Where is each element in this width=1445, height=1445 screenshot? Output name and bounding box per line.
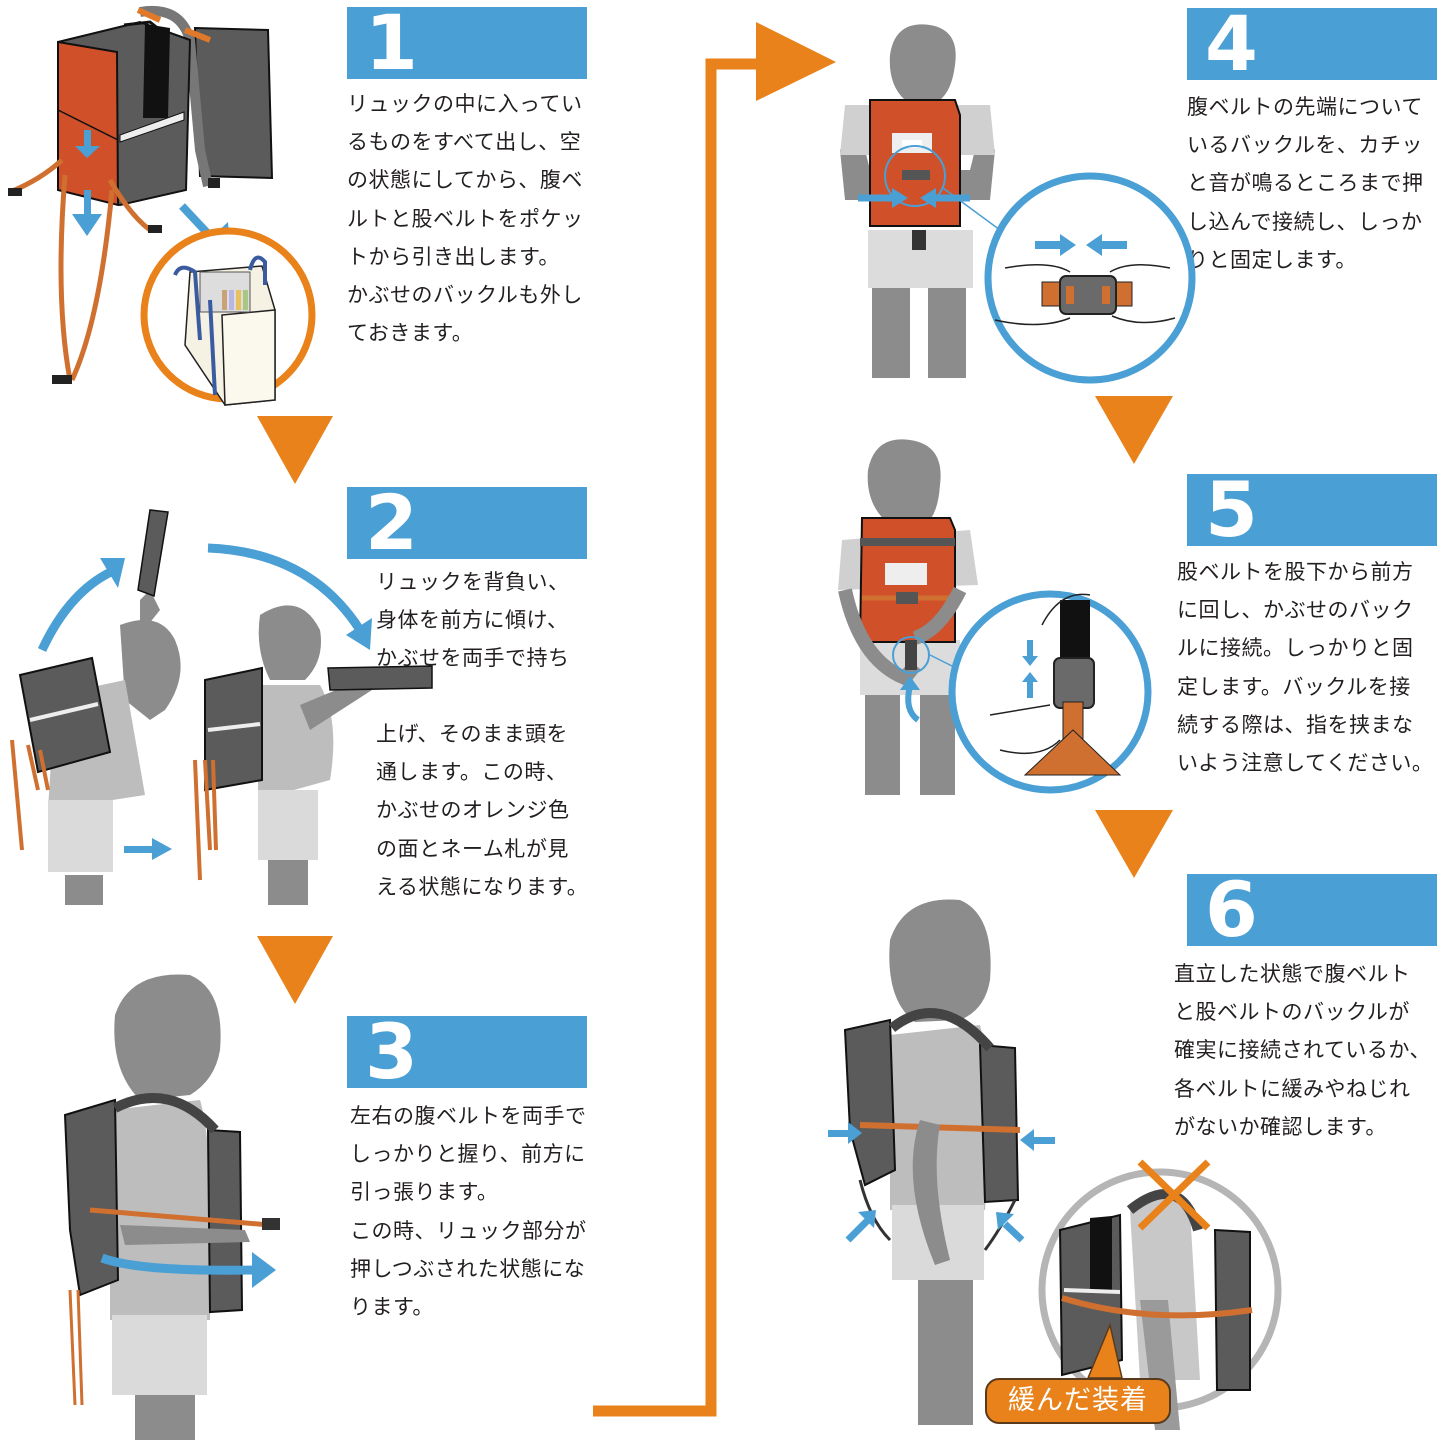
- step-4-line: と音が鳴るところまで押: [1187, 171, 1424, 196]
- arrow-inward-icon: [1035, 234, 1127, 256]
- detail-circle-crotch-buckle: [948, 590, 1152, 794]
- step-6-line: と股ベルトのバックルが: [1174, 1000, 1410, 1025]
- step-1-line: トから引き出します。: [347, 244, 560, 269]
- child-silhouette: [65, 620, 181, 905]
- next-step-arrow-icon: [257, 936, 333, 1004]
- step-1-line: かぶせのバックルも外し: [347, 283, 583, 308]
- backpack-squished: [843, 1018, 897, 1187]
- curved-arrow-up-icon: [37, 565, 117, 652]
- step-5-illustration: [838, 439, 1152, 795]
- step-4-line: いるバックルを、カチッ: [1187, 133, 1423, 158]
- step-4-number: 4: [1205, 0, 1258, 88]
- step-5-text: 股ベルトを股下から前方 に回し、かぶせのバック ルに接続。しっかりと固 定します…: [1177, 553, 1433, 782]
- step-2-line: 通します。この時、: [376, 760, 568, 785]
- step-2-line: リュックを背負い、: [376, 570, 570, 594]
- next-step-arrow-icon: [1095, 810, 1173, 878]
- step-2-illustration: [10, 509, 433, 905]
- flow-connector-arrow-icon: [593, 22, 836, 1417]
- cover-front: [869, 99, 961, 227]
- arrow-squeeze-icon: [1022, 640, 1038, 698]
- step-4-illustration: [840, 24, 1196, 384]
- step-3-line: この時、リュック部分が: [350, 1218, 587, 1243]
- belt-right: [107, 178, 152, 232]
- arrow-inward-icon: [858, 188, 970, 208]
- step-5-header: 5: [1187, 468, 1437, 552]
- arrow-right-icon: [124, 838, 172, 860]
- step-1-illustration: [8, 5, 316, 406]
- step-5-line: 続する際は、指を挟まな: [1177, 712, 1414, 737]
- step-2-line: かぶせのオレンジ色: [376, 798, 570, 823]
- step-3-number: 3: [365, 1007, 418, 1096]
- step-6-line: 確実に接続されているか、: [1174, 1038, 1431, 1063]
- step-3-line: しっかりと握り、前方に: [350, 1142, 586, 1167]
- step-6-illustration: [828, 899, 1055, 1425]
- backpack-back-panel: [193, 26, 274, 180]
- step-2-line: える状態になります。: [376, 874, 589, 899]
- backpack-on-back: [18, 656, 112, 774]
- step-3-line: 押しつぶされた状態にな: [350, 1256, 586, 1281]
- step-1-number: 1: [365, 0, 418, 87]
- step-3-line: 引っ張ります。: [350, 1180, 499, 1205]
- step-6-line: 各ベルトに緩みやねじれ: [1174, 1076, 1411, 1101]
- step-5-line: ルに接続。しっかりと固: [1177, 636, 1414, 661]
- step-2-line: の面とネーム札が見: [376, 836, 569, 861]
- step-2-header: 2: [347, 481, 587, 565]
- step-6-line: 直立した状態で腹ベルト: [1174, 962, 1411, 986]
- step-3-line: 左右の腹ベルトを両手で: [350, 1104, 587, 1128]
- loose-fitting-detail: [1038, 1159, 1282, 1430]
- loose-fitting-callout: 緩んだ装着: [985, 1378, 1171, 1424]
- child-silhouette: [889, 899, 991, 1425]
- step-4-line: し込んで接続し、しっか: [1187, 209, 1423, 234]
- step-1-line: ておきます。: [347, 321, 474, 346]
- step-2-number: 2: [365, 478, 418, 567]
- arrow-inward-icon: [828, 1122, 1055, 1243]
- child-silhouette: [114, 974, 221, 1440]
- step-5-line: 定します。バックルを接: [1177, 674, 1411, 699]
- step-6-number: 6: [1205, 865, 1258, 954]
- buckle-icon: [1041, 275, 1133, 315]
- arrow-right-icon: [100, 1252, 276, 1288]
- step-4-header: 4: [1187, 2, 1437, 86]
- step-1-header: 1: [347, 1, 587, 85]
- step-2-line: 上げ、そのまま頭を: [376, 722, 569, 746]
- step-1-line: るものをすべて出し、空: [347, 130, 582, 155]
- step-1-line: の状態にしてから、腹ベ: [347, 168, 583, 193]
- step-2-line: 身体を前方に傾け、: [376, 608, 569, 633]
- buckle-icon: [1023, 600, 1122, 776]
- child-front-silhouette: [865, 439, 955, 795]
- step-2-text-continued: 上げ、そのまま頭を 通します。この時、 かぶせのオレンジ色 の面とネーム札が見 …: [376, 715, 588, 906]
- step-4-text: 腹ベルトの先端について いるバックルを、カチッ と音が鳴るところまで押 し込んで…: [1187, 88, 1424, 279]
- x-mark-icon: [1137, 1159, 1211, 1231]
- backpack-cover: [57, 40, 120, 207]
- step-3-text: 左右の腹ベルトを両手で しっかりと握り、前方に 引っ張ります。 この時、リュック…: [350, 1097, 587, 1326]
- crotch-belt: [58, 174, 115, 382]
- step-5-line: に回し、かぶせのバック: [1177, 598, 1414, 623]
- step-4-line: りと固定します。: [1187, 247, 1357, 272]
- step-3-illustration: [63, 974, 280, 1440]
- step-6-header: 6: [1187, 868, 1437, 952]
- step-6-text: 直立した状態で腹ベルト と股ベルトのバックルが 確実に接続されているか、 各ベル…: [1174, 955, 1431, 1146]
- belt-left: [9, 158, 64, 195]
- step-5-line: 股ベルトを股下から前方: [1177, 560, 1414, 584]
- step-5-line: いよう注意してください。: [1177, 751, 1434, 776]
- step-3-line: ります。: [350, 1295, 434, 1320]
- curved-arrow-down-icon: [207, 543, 364, 633]
- tote-bag-icon: [173, 255, 276, 406]
- step-2-text: リュックを背負い、 身体を前方に傾け、 かぶせを両手で持ち: [376, 563, 570, 678]
- next-step-arrow-icon: [257, 416, 333, 484]
- step-6-line: がないか確認します。: [1174, 1114, 1387, 1139]
- step-1-line: リュックの中に入ってい: [347, 92, 583, 116]
- step-1-text: リュックの中に入ってい るものをすべて出し、空 の状態にしてから、腹ベ ルトと股…: [347, 85, 584, 352]
- next-step-arrow-icon: [1095, 396, 1173, 464]
- arrow-down-icon: [72, 130, 102, 236]
- step-4-line: 腹ベルトの先端について: [1187, 95, 1423, 119]
- step-1-line: ルトと股ベルトをポケッ: [347, 206, 584, 231]
- step-5-number: 5: [1205, 465, 1258, 554]
- backpack-squished: [63, 1098, 120, 1297]
- step-3-header: 3: [347, 1010, 587, 1094]
